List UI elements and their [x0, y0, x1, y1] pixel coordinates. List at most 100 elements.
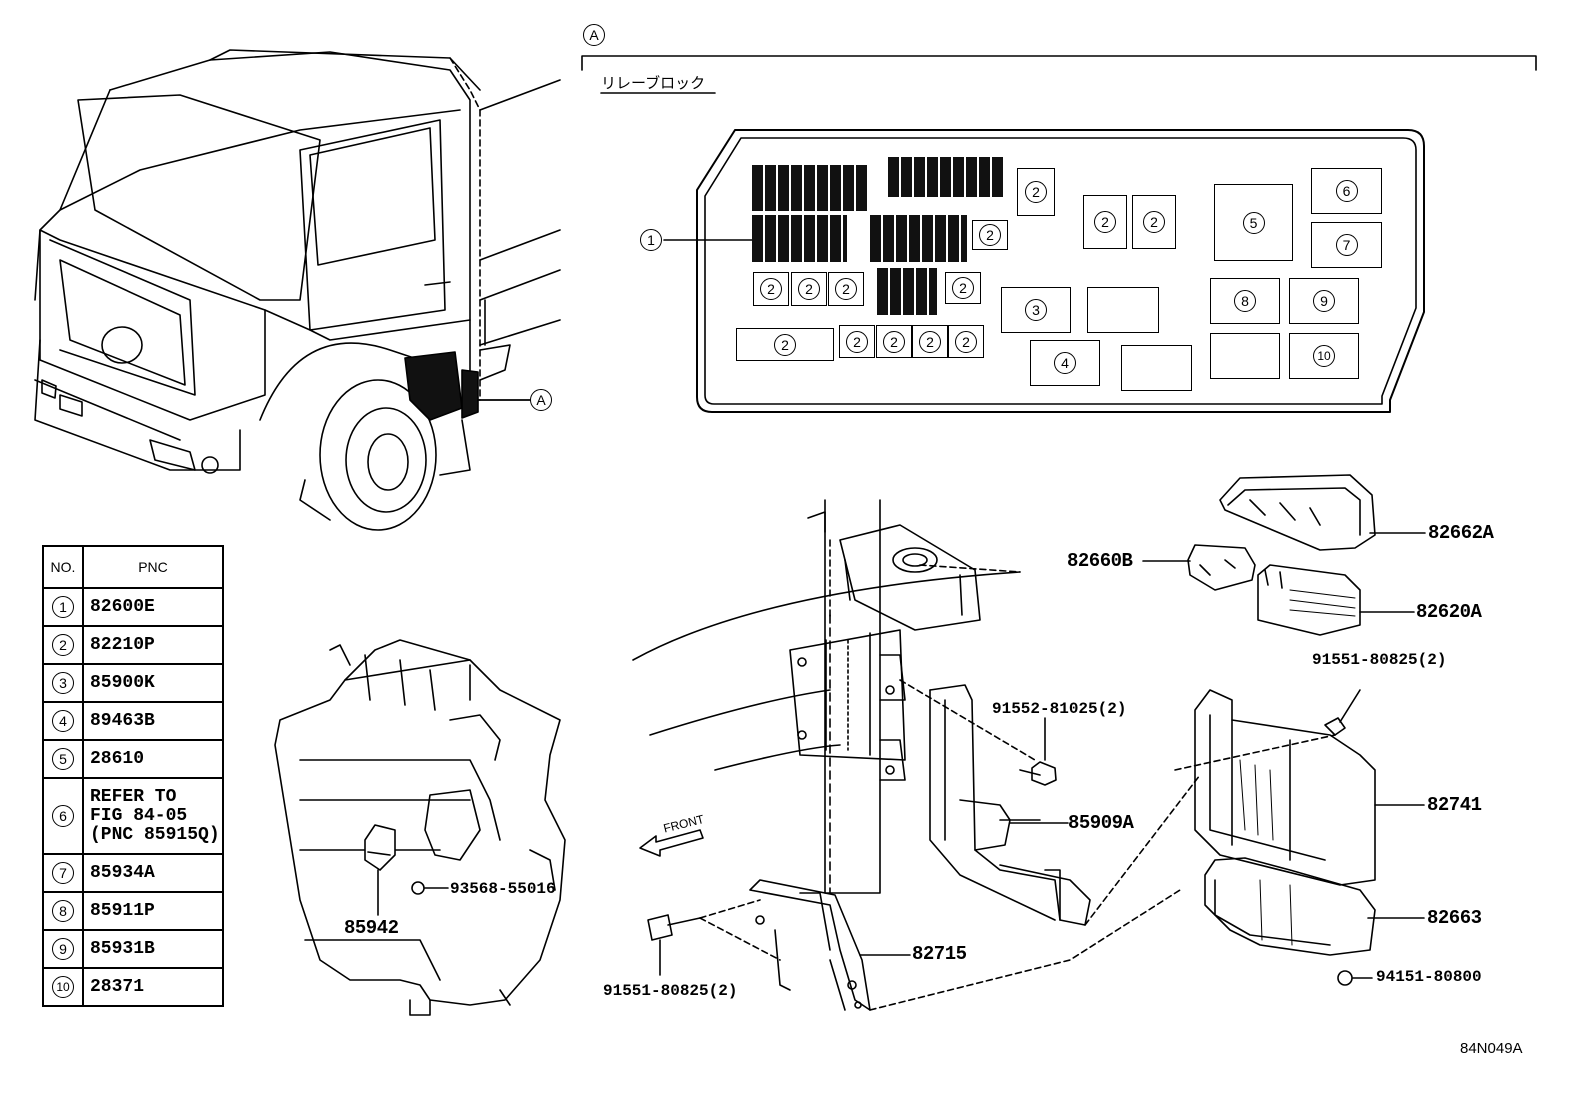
part-label-85942: 85942	[344, 917, 399, 939]
callout-a-truck-label: A	[536, 392, 546, 408]
relay-slot-2b: 2	[972, 220, 1008, 250]
relay-marker-5: 5	[1242, 211, 1265, 234]
row-pnc: 85911P	[82, 891, 224, 931]
row-pnc: 85931B	[82, 929, 224, 969]
row-pnc: 82600E	[82, 587, 224, 627]
row-number: 7	[52, 862, 74, 884]
relay-marker-2-text: 2	[805, 281, 813, 297]
fuse-group-mid-left	[752, 215, 847, 262]
relay-marker-10: 10	[1313, 345, 1335, 367]
table-header-no: NO.	[42, 545, 84, 589]
relay-marker-10-text: 10	[1317, 349, 1331, 363]
fuse-group-top-mid	[888, 157, 1005, 197]
part-label-93568: 93568-55016	[450, 880, 556, 898]
row-number: 3	[52, 672, 74, 694]
relay-slot-empty-b	[1121, 345, 1192, 391]
relay-slot-2g: 2	[828, 272, 864, 306]
part-label-82660b: 82660B	[1067, 550, 1133, 572]
relay-marker-7-text: 7	[1342, 237, 1351, 253]
reference-line: (PNC 85915Q)	[90, 824, 220, 845]
relay-slot-3: 3	[1001, 287, 1071, 333]
row-number: 9	[52, 938, 74, 960]
relay-slot-2e: 2	[753, 272, 789, 306]
relay-slot-2i: 2	[736, 328, 834, 361]
relay-slot-5: 5	[1214, 184, 1293, 261]
relay-marker-2: 2	[1143, 211, 1165, 233]
relay-marker-2: 2	[919, 330, 941, 353]
row-number: 2	[52, 634, 74, 656]
row-number: 8	[52, 900, 74, 922]
truck-illustration	[34, 49, 561, 531]
fuse-group-top-left	[752, 165, 869, 211]
table-row: 1 82600E	[42, 587, 224, 627]
relay-marker-8: 8	[1234, 290, 1256, 312]
table-row: 2 82210P	[42, 625, 224, 665]
part-label-82662a: 82662A	[1428, 522, 1494, 544]
relay-marker-2: 2	[1094, 211, 1116, 233]
relay-marker-2: 2	[760, 278, 782, 300]
relay-marker-9: 9	[1313, 290, 1335, 312]
relay-slot-2h: 2	[945, 272, 981, 304]
table-row: 9 85931B	[42, 929, 224, 969]
table-row: 5 28610	[42, 739, 224, 779]
relay-marker-2: 2	[883, 330, 905, 353]
relay-marker-1-text: 1	[647, 232, 655, 248]
row-pnc: 28371	[82, 967, 224, 1007]
relay-marker-2: 2	[955, 330, 977, 353]
row-number: 1	[52, 596, 74, 618]
part-label-82620a: 82620A	[1416, 601, 1482, 623]
fuse-group-small	[877, 268, 937, 315]
relay-slot-2k: 2	[876, 325, 912, 358]
relay-slot-8: 8	[1210, 278, 1280, 324]
row-pnc: 89463B	[82, 701, 224, 741]
row-number: 6	[52, 805, 74, 827]
leader-lines	[659, 532, 1426, 976]
row-pnc: 85934A	[82, 853, 224, 893]
row-number: 5	[52, 748, 74, 770]
relay-slot-2f: 2	[791, 272, 827, 306]
table-row: 7 85934A	[42, 853, 224, 893]
callout-a-marker: A	[583, 24, 605, 46]
relay-marker-2: 2	[846, 330, 868, 353]
relay-marker-9-text: 9	[1320, 293, 1328, 309]
relay-marker-2-text: 2	[959, 280, 967, 296]
part-label-85909a: 85909A	[1068, 812, 1134, 834]
table-row: 6 REFER TO FIG 84-05 (PNC 85915Q)	[42, 777, 224, 855]
bracket-assembly-illustration	[632, 499, 1201, 1011]
part-label-82715: 82715	[912, 943, 967, 965]
row-number: 4	[52, 710, 74, 732]
relay-marker-4-text: 4	[1061, 355, 1069, 371]
table-row: 8 85911P	[42, 891, 224, 931]
table-row: 4 89463B	[42, 701, 224, 741]
callout-a-label: A	[589, 27, 599, 43]
relay-slot-2m: 2	[948, 325, 984, 358]
relay-block-title: リレーブロック	[601, 74, 706, 92]
part-label-94151: 94151-80800	[1376, 968, 1482, 986]
relay-slot-10: 10	[1289, 333, 1359, 379]
row-pnc: 85900K	[82, 663, 224, 703]
relay-marker-2: 2	[952, 277, 974, 299]
row-pnc: 82210P	[82, 625, 224, 665]
table-row: 10 28371	[42, 967, 224, 1007]
relay-marker-8-text: 8	[1241, 293, 1249, 309]
relay-marker-2-text: 2	[962, 333, 970, 350]
heater-unit-illustration	[274, 639, 566, 1016]
fuse-group-mid-right	[870, 215, 967, 262]
row-pnc: 28610	[82, 739, 224, 779]
reference-line: FIG 84-05	[90, 805, 188, 826]
relay-slot-9: 9	[1289, 278, 1359, 324]
relay-marker-2: 2	[1025, 181, 1047, 203]
relay-slot-6: 6	[1311, 168, 1382, 214]
table-row: 3 85900K	[42, 663, 224, 703]
relay-slot-empty-c	[1210, 333, 1280, 379]
relay-marker-2-text: 2	[781, 336, 789, 353]
part-label-91551-bottom: 91551-80825(2)	[603, 982, 738, 1000]
relay-marker-5-text: 5	[1249, 214, 1258, 231]
relay-marker-6: 6	[1335, 180, 1358, 202]
row-number: 10	[52, 976, 74, 998]
relay-marker-7: 7	[1335, 234, 1358, 256]
relay-slot-2c: 2	[1083, 195, 1127, 249]
relay-marker-2: 2	[798, 278, 820, 300]
